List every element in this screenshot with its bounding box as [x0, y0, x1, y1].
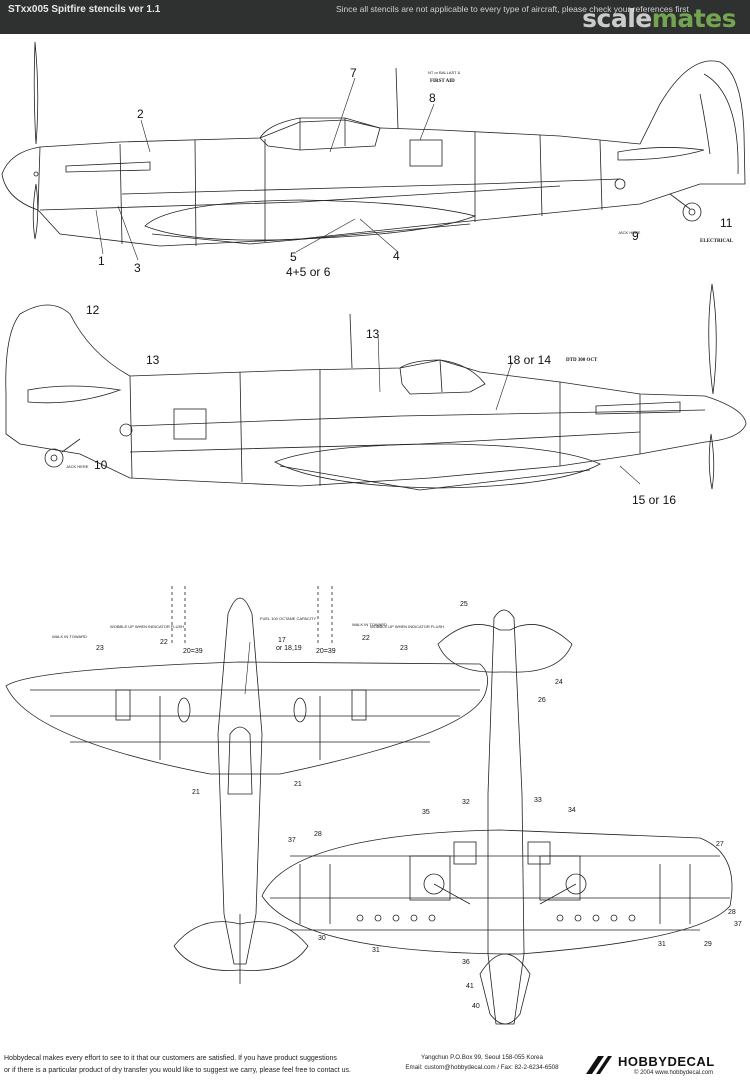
jack-here-label-bottom: JACK HERE: [66, 464, 89, 469]
callout: 17: [278, 637, 286, 644]
callout: 9: [632, 229, 639, 243]
callout: 31: [658, 941, 666, 948]
callout: 21: [192, 789, 200, 796]
wobble-up-left: WOBBLE UP WHEN INDICATOR FLUSH: [110, 624, 184, 629]
brand-name: HOBBYDECAL: [618, 1054, 715, 1069]
callouts-top-side: 1 2 3 4 5 4+5 or 6 7 8 9 11: [98, 66, 733, 279]
side-view-right: [5, 283, 747, 491]
callout: 37: [288, 837, 296, 844]
leader-lines: [95, 77, 641, 695]
callout: 1: [98, 254, 105, 268]
callout: 5: [290, 250, 297, 264]
callouts-bottom-side: 10 12 13 13 18 or 14 15 or 16: [86, 303, 676, 507]
callout: 23: [400, 645, 408, 652]
callout: or 18,19: [276, 645, 302, 652]
callout: 2: [137, 107, 144, 121]
electrical-label: ELECTRICAL: [700, 239, 734, 244]
callout: 22: [362, 635, 370, 642]
callout: 27: [716, 841, 724, 848]
scalemates-watermark: scalemates: [582, 4, 736, 33]
callout: 36: [462, 959, 470, 966]
callout: 11: [720, 216, 733, 230]
walk-in-toward-left: WALK IN TOWARD: [52, 634, 87, 639]
callout: 41: [466, 983, 474, 990]
callout: 20=39: [316, 648, 336, 655]
callout: 28: [728, 909, 736, 916]
plan-view-top: [5, 586, 488, 984]
callout: 28: [314, 831, 322, 838]
callouts-plan: 23 22 20=39 17 or 18,19 20=39 22 23 21 2…: [96, 601, 742, 1010]
callout: 24: [555, 679, 563, 686]
plan-view-bottom: [261, 609, 733, 1025]
callout: 20=39: [183, 648, 203, 655]
callout: 26: [538, 697, 546, 704]
ballast-label: NT or BALLAST &: [428, 70, 461, 75]
fuel-capacity-label: FUEL 100 OCTANE CAPACITY: [260, 616, 316, 621]
walk-in-toward-right: WALK IN TOWARD: [352, 622, 387, 627]
callout: 4+5 or 6: [286, 265, 331, 279]
callout: 35: [422, 809, 430, 816]
callout: 4: [393, 249, 400, 263]
callout: 7: [350, 66, 357, 80]
first-aid-label: FIRST AID: [430, 79, 455, 84]
callout: 31: [372, 947, 380, 954]
callout: 29: [704, 941, 712, 948]
dtd-oct-label: DTD 300 OCT: [566, 358, 598, 363]
wobble-up-right: WOBBLE UP WHEN INDICATOR FLUSH: [370, 624, 444, 629]
callout: 12: [86, 303, 100, 317]
callout: 37: [734, 921, 742, 928]
callout: 13: [146, 353, 160, 367]
jack-here-label-top: JACK HERE: [618, 230, 641, 235]
callout: 22: [160, 639, 168, 646]
callout: 18 or 14: [507, 353, 551, 367]
callout: 21: [294, 781, 302, 788]
footer-message: Hobbydecal makes every effort to see to …: [4, 1055, 351, 1074]
header-bar: STxx005 Spitfire stencils ver 1.1 Since …: [0, 0, 750, 34]
callout: 34: [568, 807, 576, 814]
copyright: © 2004 www.hobbydecal.com: [634, 1070, 714, 1076]
sheet-title: STxx005 Spitfire stencils ver 1.1: [8, 4, 161, 15]
hobbydecal-logo: HOBBYDECAL © 2004 www.hobbydecal.com: [584, 1054, 744, 1080]
callout: 23: [96, 645, 104, 652]
hobbydecal-mark-icon: [586, 1056, 612, 1074]
callout: 32: [462, 799, 470, 806]
callout: 3: [134, 261, 141, 275]
side-view-left: [1, 41, 746, 247]
callout: 30: [318, 935, 326, 942]
callout: 40: [472, 1003, 480, 1010]
reference-note: Since all stencils are not applicable to…: [336, 4, 689, 14]
callout: 8: [429, 91, 436, 105]
callout: 15 or 16: [632, 493, 676, 507]
footer-address: Yangchun P.O.Box 99, Seoul 158-055 Korea…: [405, 1054, 559, 1071]
footer: Hobbydecal makes every effort to see to …: [0, 1050, 750, 1080]
callout: 10: [94, 458, 108, 472]
callout: 33: [534, 797, 542, 804]
callout: 13: [366, 327, 380, 341]
callout: 25: [460, 601, 468, 608]
stencil-placement-diagram: FIRST AID NT or BALLAST & JACK HERE ELEC…: [1, 41, 747, 1025]
